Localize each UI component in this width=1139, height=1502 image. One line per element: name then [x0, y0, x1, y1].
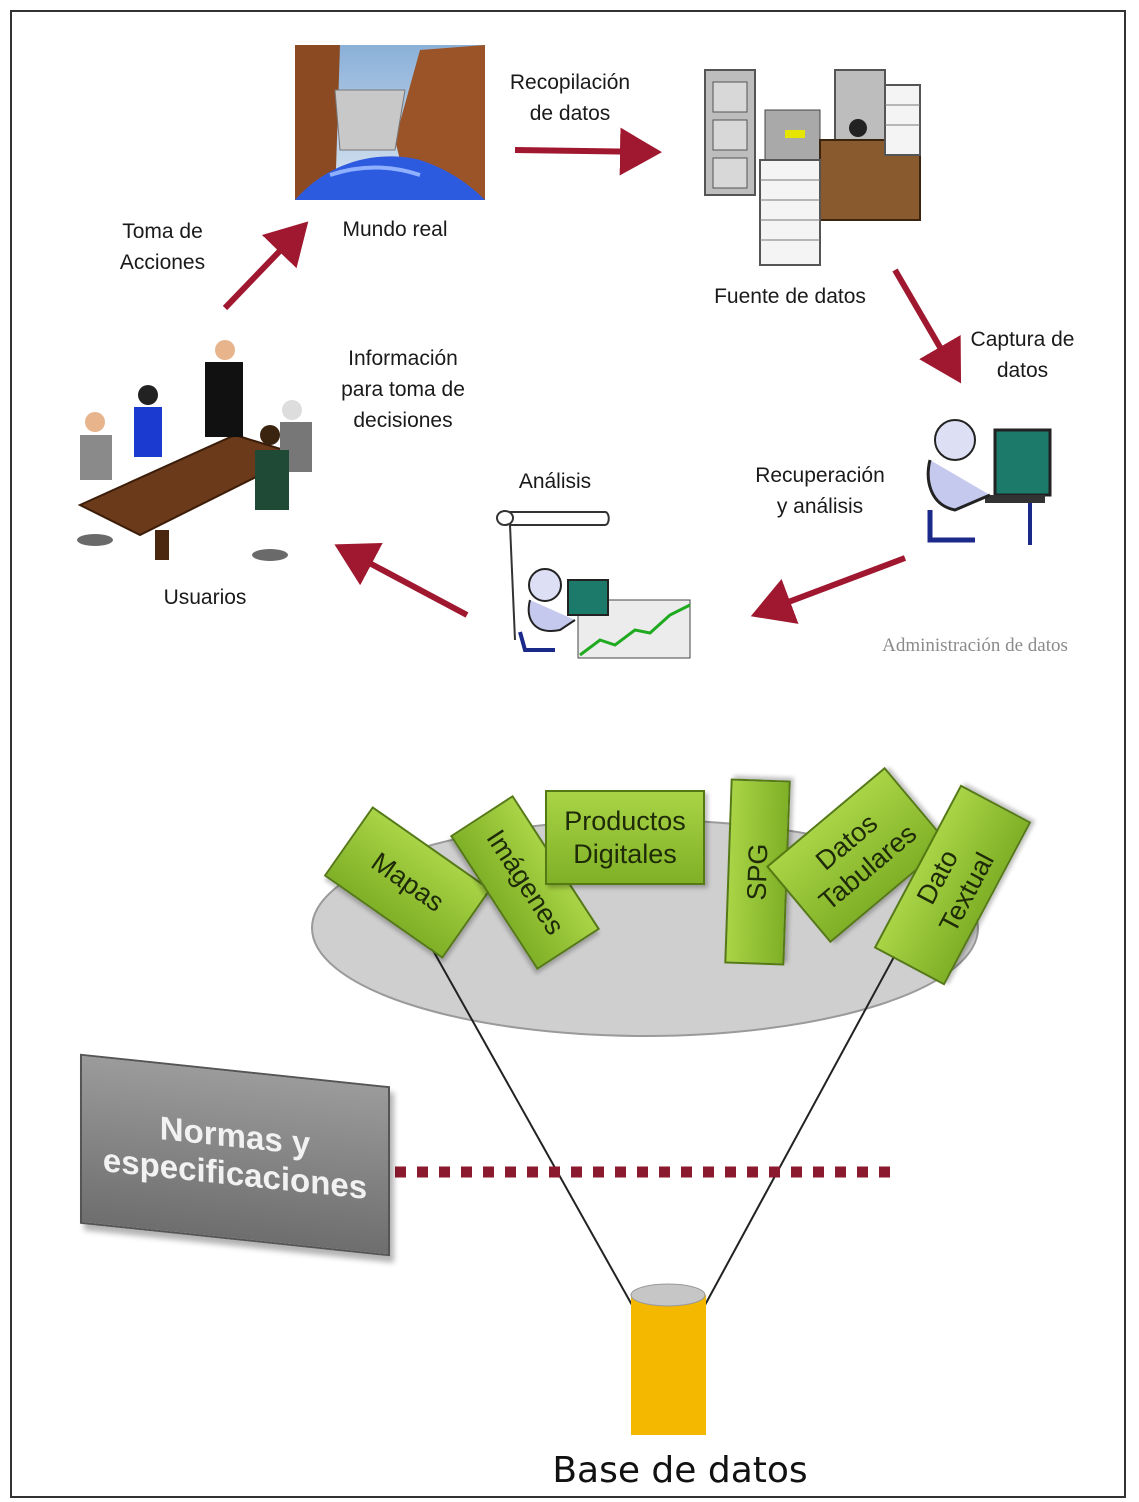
label-analisis: Análisis	[518, 470, 592, 493]
label-toma-acciones: Toma de Acciones	[119, 220, 206, 274]
label-recopilacion: Recopilación de datos	[509, 71, 631, 125]
analysis-chart-icon	[496, 510, 691, 659]
arrow-informacion	[334, 542, 469, 618]
arrow-captura	[892, 268, 962, 384]
label-mundo-real: Mundo real	[342, 218, 448, 241]
cycle-arrows	[222, 127, 962, 624]
dam-icon	[295, 45, 485, 200]
label-usuarios: Usuarios	[163, 586, 247, 609]
label-fuente-datos: Fuente de datos	[714, 285, 866, 308]
meeting-icon	[77, 340, 312, 561]
arrow-recuperacion	[750, 555, 907, 624]
footer-administracion: Administración de datos	[882, 635, 1068, 656]
database-cylinder	[630, 1283, 706, 1435]
arrow-toma-acciones	[222, 221, 309, 311]
label-recuperacion: Recuperación y análisis	[755, 464, 885, 518]
funnel-line-left	[429, 944, 633, 1306]
label-captura: Captura de datos	[970, 328, 1075, 382]
label-informacion: Información para toma de decisiones	[341, 347, 465, 432]
block-productos-digitales: Productos Digitales	[545, 790, 705, 885]
norms-block: Normas y especificaciones	[80, 1053, 390, 1257]
database-title: Base de datos	[552, 1450, 808, 1491]
page-frame	[10, 10, 1126, 1498]
filing-office-icon	[704, 69, 921, 266]
funnel-line-right	[704, 954, 896, 1306]
arrow-recopilacion	[514, 127, 662, 176]
computer-user-icon	[926, 419, 1052, 545]
